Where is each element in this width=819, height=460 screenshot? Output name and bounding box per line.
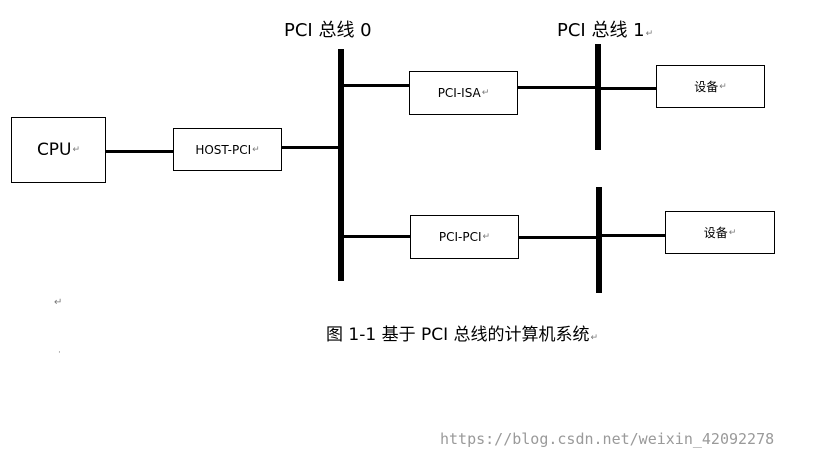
pci-isa-mark: ↵ — [481, 88, 490, 98]
stray-paragraph-mark: ↵ — [54, 297, 63, 308]
stray-dot: · — [58, 348, 61, 358]
bus0-label-text: PCI 总线 0 — [284, 20, 372, 41]
bus0-to-pci-pci-wire — [344, 235, 411, 238]
pci-bus-0-line — [338, 49, 344, 281]
device-top-mark: ↵ — [719, 81, 727, 92]
bus0-label: PCI 总线 0 — [284, 16, 372, 42]
pci-isa-box: PCI-ISA↵ — [409, 71, 518, 115]
pci-pci-mark: ↵ — [482, 232, 491, 242]
figure-caption-mark: ↵ — [590, 333, 599, 343]
bus1-label: PCI 总线 1↵ — [557, 16, 653, 42]
pci-bus-2-line — [596, 187, 602, 293]
device-top-label: 设备 — [694, 80, 719, 94]
host-pci-box: HOST-PCI↵ — [173, 128, 282, 171]
pci-bus-1-line — [595, 44, 601, 150]
figure-caption-text: 图 1-1 基于 PCI 总线的计算机系统 — [326, 325, 590, 345]
bus1-to-device-top-wire — [601, 87, 657, 90]
figure-caption: 图 1-1 基于 PCI 总线的计算机系统↵ — [326, 320, 598, 345]
watermark-url: https://blog.csdn.net/weixin_42092278 — [440, 430, 775, 448]
device-bottom-box: 设备↵ — [665, 211, 775, 254]
host-pci-mark: ↵ — [252, 144, 260, 155]
pci-isa-to-bus1-wire — [518, 86, 597, 89]
cpu-to-host-pci-wire — [106, 150, 174, 153]
host-pci-label: HOST-PCI — [195, 142, 252, 157]
pci-isa-label: PCI-ISA — [437, 86, 481, 100]
pci-pci-label: PCI-PCI — [438, 230, 482, 244]
top-tick-mark: ˇ — [53, 0, 58, 7]
pci-pci-to-bus2-wire — [519, 236, 597, 239]
bus1-label-text: PCI 总线 1 — [557, 20, 645, 41]
cpu-mark: ↵ — [72, 145, 81, 155]
cpu-label: CPU — [36, 140, 72, 160]
pci-pci-box: PCI-PCI↵ — [410, 215, 519, 259]
bus0-to-pci-isa-wire — [344, 84, 410, 87]
device-top-box: 设备↵ — [656, 65, 765, 108]
cpu-box: CPU↵ — [11, 117, 106, 183]
device-bottom-label: 设备 — [703, 226, 728, 240]
host-pci-to-bus0-wire — [282, 146, 340, 149]
bus2-to-device-bottom-wire — [602, 234, 666, 237]
device-bottom-mark: ↵ — [728, 227, 737, 238]
bus1-label-mark: ↵ — [645, 29, 654, 39]
